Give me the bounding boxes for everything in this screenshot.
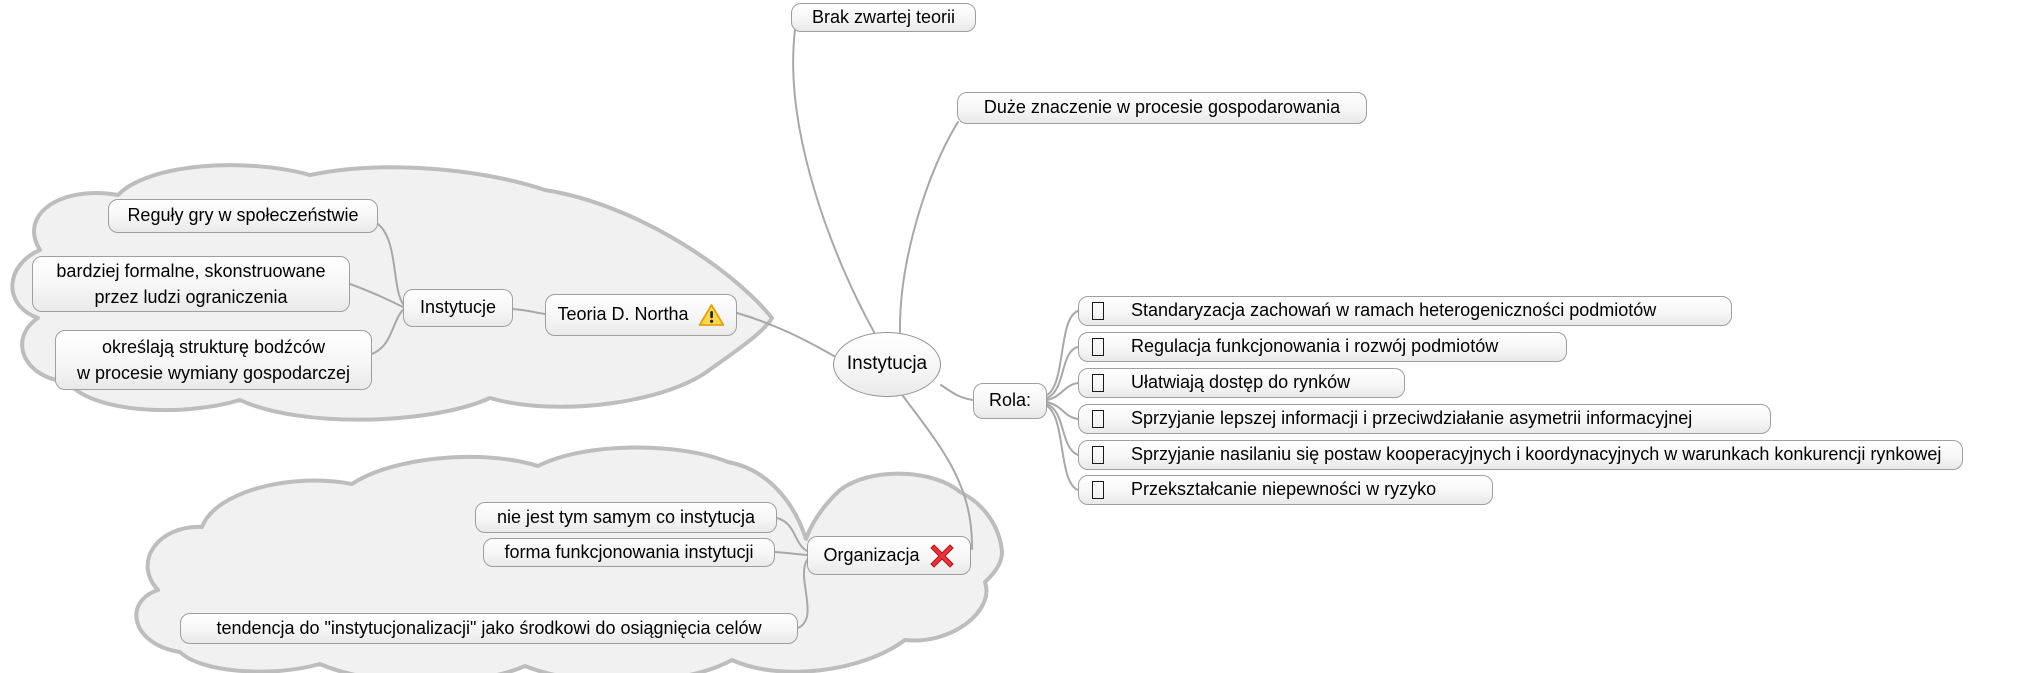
node-label: forma funkcjonowania instytucji: [504, 541, 754, 562]
node-teoria-d-northa[interactable]: Teoria D. Northa: [545, 294, 737, 336]
edge-rola-item-1: [1046, 310, 1079, 396]
warning-triangle-icon: [698, 304, 724, 326]
node-forma-funkcjonowania[interactable]: forma funkcjonowania instytucji: [483, 538, 775, 567]
item-label: Przekształcanie niepewności w ryzyko: [1131, 479, 1437, 500]
node-bardziej-formalne[interactable]: bardziej formalne, skonstruowane przez l…: [32, 256, 350, 312]
node-label: tendencja do "instytucjonalizacji" jako …: [216, 617, 762, 638]
item-label: Regulacja funkcjonowania i rozwój podmio…: [1131, 336, 1499, 357]
missing-glyph-bullet-icon: [1092, 374, 1104, 392]
edge-organizacja-tendencja: [797, 559, 809, 629]
edge-rola-item-6: [1046, 405, 1079, 491]
edge-rola-item-4: [1046, 401, 1079, 420]
red-cross-icon: [930, 544, 954, 567]
missing-glyph-bullet-icon: [1092, 302, 1104, 320]
node-label-line2: przez ludzi ograniczenia: [94, 287, 288, 307]
edge-organizacja-forma: [774, 551, 808, 556]
node-rola[interactable]: Rola:: [973, 383, 1047, 419]
edge-rola-item-3: [1046, 382, 1079, 401]
node-brak-zwartej-teorii[interactable]: Brak zwartej teorii: [791, 3, 976, 32]
edge-organizacja-niejest: [776, 517, 808, 552]
node-rola-item-regulacja[interactable]: Regulacja funkcjonowania i rozwój podmio…: [1078, 332, 1567, 362]
edge-rola-item-2: [1046, 346, 1079, 399]
root-label: Instytucja: [846, 353, 928, 375]
item-label: Sprzyjanie nasilaniu się postaw kooperac…: [1131, 444, 1942, 465]
node-label: Rola:: [988, 390, 1032, 411]
node-label: Reguły gry w społeczeństwie: [127, 205, 359, 226]
node-label-line2: w procesie wymiany gospodarczej: [76, 363, 351, 383]
node-reguly-gry[interactable]: Reguły gry w społeczeństwie: [108, 199, 378, 233]
edge-teoria-instytucje: [512, 308, 546, 315]
node-nie-jest-tym-samym[interactable]: nie jest tym samym co instytucja: [475, 502, 777, 533]
node-label: Brak zwartej teorii: [811, 6, 956, 27]
node-label-line1: określają strukturę bodźców: [101, 336, 326, 357]
node-rola-item-ulatwiaja[interactable]: Ułatwiają dostęp do rynków: [1078, 368, 1405, 398]
node-rola-item-przeksztalcanie[interactable]: Przekształcanie niepewności w ryzyko: [1078, 475, 1493, 505]
node-root-instytucja[interactable]: Instytucja: [833, 332, 941, 397]
missing-glyph-bullet-icon: [1092, 410, 1104, 428]
node-label-line1: bardziej formalne, skonstruowane: [56, 260, 326, 281]
node-label: nie jest tym samym co instytucja: [496, 506, 756, 527]
edge-instytucje-okreslaja: [371, 309, 404, 355]
node-label: Organizacja: [823, 544, 920, 565]
edge-instytucje-bardziej: [349, 283, 404, 308]
node-rola-item-sprzyjanie-kooperacji[interactable]: Sprzyjanie nasilaniu się postaw kooperac…: [1078, 440, 1963, 470]
item-label: Standaryzacja zachowań w ramach heteroge…: [1131, 300, 1657, 321]
node-tendencja-instytucjonalizacja[interactable]: tendencja do "instytucjonalizacji" jako …: [180, 613, 798, 644]
node-duze-znaczenie[interactable]: Duże znaczenie w procesie gospodarowania: [957, 92, 1367, 124]
edge-instytucje-reguly: [377, 223, 404, 305]
item-label: Ułatwiają dostęp do rynków: [1131, 372, 1351, 393]
edge-root-brak: [792, 29, 875, 333]
missing-glyph-bullet-icon: [1092, 481, 1104, 499]
edge-root-rola: [940, 384, 974, 401]
edge-root-duze: [898, 121, 959, 333]
missing-glyph-bullet-icon: [1092, 338, 1104, 356]
node-label: Instytucje: [419, 297, 497, 318]
edge-root-organizacja: [902, 395, 974, 550]
node-rola-item-standaryzacja[interactable]: Standaryzacja zachowań w ramach heteroge…: [1078, 296, 1732, 326]
edge-rola-item-5: [1046, 403, 1079, 456]
node-okreslaja-strukture[interactable]: określają strukturę bodźców w procesie w…: [55, 330, 372, 390]
missing-glyph-bullet-icon: [1092, 446, 1104, 464]
node-label: Duże znaczenie w procesie gospodarowania: [983, 97, 1341, 118]
node-instytucje[interactable]: Instytucje: [403, 289, 513, 327]
node-organizacja[interactable]: Organizacja: [807, 536, 971, 575]
edge-root-teoria: [736, 312, 835, 357]
item-label: Sprzyjanie lepszej informacji i przeciwd…: [1131, 408, 1693, 429]
node-label: Teoria D. Northa: [557, 304, 689, 325]
node-rola-item-sprzyjanie-informacji[interactable]: Sprzyjanie lepszej informacji i przeciwd…: [1078, 404, 1771, 434]
